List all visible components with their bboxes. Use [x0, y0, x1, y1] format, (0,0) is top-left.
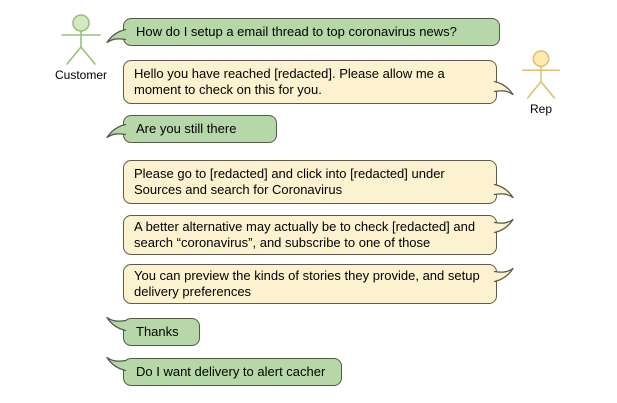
bubble-tail-icon: [106, 123, 127, 139]
chat-message-text: Do I want delivery to alert cacher: [136, 364, 326, 379]
rep-actor-label: Rep: [529, 102, 552, 116]
chat-message-text: Hello you have reached [redacted]. Pleas…: [134, 66, 445, 97]
customer-actor: Customer: [41, 14, 121, 82]
chat-message-text: Thanks: [136, 324, 179, 339]
chat-bubble-customer-1: How do I setup a email thread to top cor…: [106, 18, 500, 46]
chat-bubble-rep-3: A better alternative may actually be to …: [123, 215, 514, 255]
chat-bubble-rep-2: Please go to [redacted] and click into […: [123, 160, 514, 204]
bubble-tail-icon: [493, 267, 514, 283]
customer-actor-icon: [61, 14, 101, 65]
rep-actor: Rep: [511, 50, 571, 116]
chat-message-text: A better alternative may actually be to …: [134, 219, 476, 250]
chat-bubble-customer-2: Are you still there: [106, 115, 277, 143]
bubble-tail-icon: [106, 28, 127, 44]
rep-actor-icon: [522, 50, 560, 99]
chat-message-text: You can preview the kinds of stories the…: [134, 268, 480, 299]
bubble-tail-icon: [106, 356, 127, 372]
chat-bubble-customer-4: Do I want delivery to alert cacher: [106, 356, 342, 386]
chat-bubble-rep-4: You can preview the kinds of stories the…: [123, 264, 514, 304]
chat-bubble-rep-1: Hello you have reached [redacted]. Pleas…: [123, 60, 514, 104]
bubble-tail-icon: [493, 218, 514, 234]
chat-message-text: How do I setup a email thread to top cor…: [136, 24, 457, 39]
chat-bubble-customer-3: Thanks: [106, 316, 200, 346]
bubble-tail-icon: [493, 80, 514, 96]
chat-message-text: Please go to [redacted] and click into […: [134, 166, 445, 197]
bubble-tail-icon: [106, 316, 127, 332]
customer-actor-label: Customer: [54, 68, 107, 82]
chat-message-text: Are you still there: [136, 121, 237, 136]
bubble-tail-icon: [493, 183, 514, 199]
